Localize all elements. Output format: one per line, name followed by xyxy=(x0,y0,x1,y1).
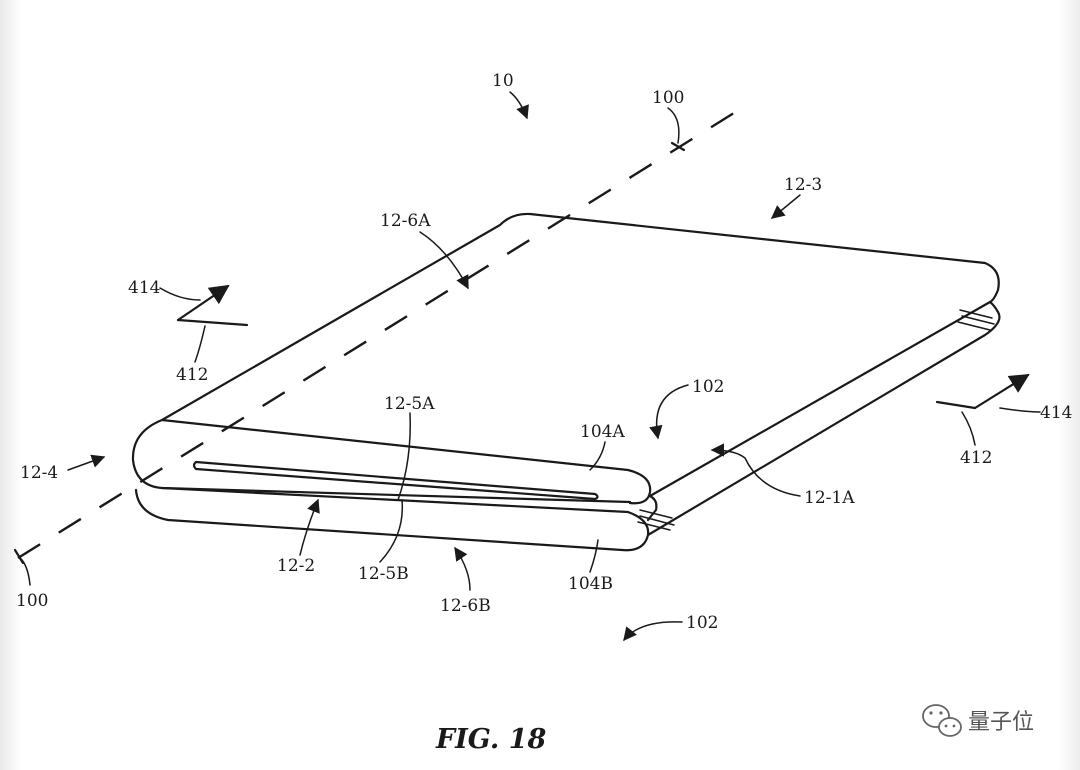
ref-414-left: 414 xyxy=(128,278,160,298)
leader-12-6A xyxy=(419,231,469,290)
arrow-414-right xyxy=(973,373,1030,410)
axis-end-tick-top xyxy=(670,141,686,152)
arrow-414-left xyxy=(176,284,230,322)
leader-104A xyxy=(589,441,606,471)
leader-414-right xyxy=(999,407,1041,413)
leader-12-5B xyxy=(379,499,404,563)
fold-axis-line xyxy=(17,106,743,560)
ref-102-lower: 102 xyxy=(686,613,718,633)
ref-12-2: 12-2 xyxy=(277,556,315,576)
leader-12-2 xyxy=(299,498,320,556)
leader-12-6B xyxy=(454,546,471,591)
ref-102-upper: 102 xyxy=(692,377,724,397)
hinge-side-shading xyxy=(637,309,995,531)
ref-12-6B: 12-6B xyxy=(440,596,491,616)
leader-414-left xyxy=(159,287,201,301)
leader-100-top xyxy=(667,107,680,144)
ref-100-top: 100 xyxy=(652,88,684,108)
ref-12-5A: 12-5A xyxy=(384,394,435,414)
ref-412-left: 412 xyxy=(176,365,208,385)
ref-100-bottom: 100 xyxy=(16,591,48,611)
hinge-slot xyxy=(192,460,599,501)
watermark-text: 量子位 xyxy=(968,710,1034,735)
ref-12-3: 12-3 xyxy=(784,175,822,195)
leader-12-4 xyxy=(67,454,106,471)
upper-front-edge xyxy=(131,418,652,505)
leader-12-3 xyxy=(770,194,801,219)
rotation-arrow-102-upper xyxy=(649,384,689,440)
rotation-arrow-102-lower xyxy=(623,621,683,642)
leader-12-1A xyxy=(710,443,801,497)
leader-104B xyxy=(589,539,599,573)
ref-104B: 104B xyxy=(568,574,613,594)
ref-12-4: 12-4 xyxy=(20,463,58,483)
ref-10: 10 xyxy=(492,71,514,91)
leader-10 xyxy=(509,91,529,120)
figure-caption: FIG. 18 xyxy=(435,724,546,755)
ref-412-right: 412 xyxy=(960,448,992,468)
leader-412-right xyxy=(961,411,976,446)
leader-412-left xyxy=(194,325,206,363)
ref-12-5B: 12-5B xyxy=(358,564,409,584)
lower-panel-outline xyxy=(134,300,1001,552)
ref-414-right: 414 xyxy=(1040,403,1072,423)
ref-12-1A: 12-1A xyxy=(804,488,855,508)
ref-104A: 104A xyxy=(580,422,625,442)
ref-12-6A: 12-6A xyxy=(380,211,431,231)
leader-12-5A xyxy=(397,412,411,501)
upper-panel-outline xyxy=(160,212,1000,498)
wechat-icon xyxy=(922,704,962,737)
leader-100-bottom xyxy=(19,557,31,586)
line-412-left xyxy=(176,318,249,327)
line-412-right xyxy=(935,400,977,410)
